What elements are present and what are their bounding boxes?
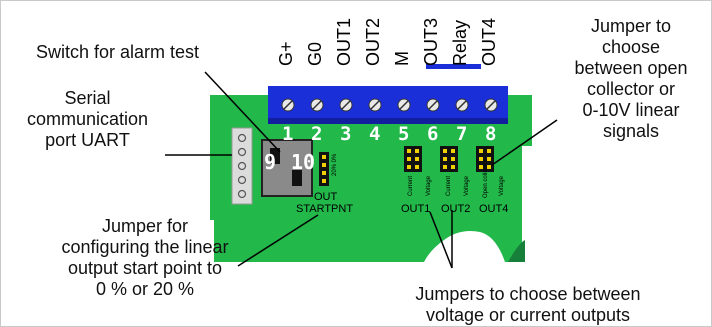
- callout-open-collector-line-1: Jumper to: [590, 16, 672, 36]
- terminal-label: G0: [305, 41, 325, 66]
- jumper-pin: [407, 157, 411, 161]
- board-label-out2: OUT2: [441, 203, 471, 215]
- terminal-screw-slot: [486, 100, 496, 110]
- terminal-number: 1: [282, 123, 294, 145]
- leader-open-collector: [491, 119, 558, 166]
- jumper-pin: [322, 163, 326, 167]
- uart-pin: [237, 175, 247, 185]
- terminal-number: 5: [398, 123, 410, 145]
- board-label-voltage-1: Voltage: [426, 175, 432, 196]
- jumper-pin: [443, 165, 447, 169]
- terminal-number: 2: [311, 123, 323, 145]
- callout-linear-start: Jumper for configuring the linear output…: [10, 216, 280, 300]
- callout-linear-start-line-3: output start point to: [67, 258, 223, 278]
- jumper-pin: [322, 179, 326, 183]
- terminal-number: 7: [456, 123, 468, 145]
- out2-jumper[interactable]: [440, 146, 458, 172]
- terminal-label: Relay: [450, 19, 470, 66]
- jumper-pin: [407, 165, 411, 169]
- callout-switch-alarm: Switch for alarm test: [36, 42, 200, 62]
- callout-voltage-current-line-1: Jumpers to choose between: [415, 284, 641, 304]
- jumper-pin: [415, 149, 419, 153]
- callout-serial-port: Serial communication port UART: [10, 88, 165, 151]
- uart-pin: [237, 189, 247, 199]
- jumper-pin: [451, 165, 455, 169]
- terminal-screw-slot: [428, 100, 438, 110]
- board-label-out4: OUT4: [479, 203, 509, 215]
- startpnt-jumper[interactable]: [319, 152, 329, 186]
- board-label-open-collector: Open collector: [483, 159, 489, 198]
- callout-open-collector-line-3: between open: [574, 58, 688, 78]
- terminal-label: OUT4: [479, 17, 499, 66]
- jumper-pin: [415, 157, 419, 161]
- board-label-current-2: Current: [446, 175, 452, 196]
- board-label-voltage-2: Voltage: [464, 175, 470, 196]
- uart-pin: [237, 147, 247, 157]
- callout-serial-port-line-1: Serial: [64, 88, 111, 108]
- jumper-pin: [443, 157, 447, 161]
- jumper-pin: [415, 165, 419, 169]
- callout-serial-port-line-2: communication: [26, 109, 149, 129]
- terminal-screw-slot: [312, 100, 322, 110]
- terminal-screw-slot: [370, 100, 380, 110]
- terminal-number: 6: [427, 123, 439, 145]
- jumper-pin: [451, 149, 455, 153]
- callout-linear-start-line-1: Jumper for: [101, 216, 189, 236]
- callout-voltage-current: Jumpers to choose between voltage or cur…: [388, 284, 668, 326]
- terminal-screw-slot: [399, 100, 409, 110]
- alarm-switch-lever-2: [292, 170, 302, 186]
- callout-voltage-current-line-2: voltage or current outputs: [425, 305, 631, 325]
- terminal-screw-slot: [341, 100, 351, 110]
- board-label-out1: OUT1: [401, 203, 431, 215]
- uart-pin: [237, 133, 247, 143]
- jumper-pin: [479, 149, 483, 153]
- terminal-block-shade: [268, 118, 508, 124]
- terminal-label: G+: [276, 41, 296, 66]
- callout-serial-port-line-3: port UART: [45, 130, 130, 150]
- uart-pin: [237, 161, 247, 171]
- jumper-pin: [451, 157, 455, 161]
- terminal-label: OUT1: [334, 17, 354, 66]
- jumper-pin: [407, 149, 411, 153]
- terminal-number: 8: [485, 123, 497, 145]
- jumper-pin: [479, 157, 483, 161]
- terminal-screw-slot: [283, 100, 293, 110]
- leader-switch: [204, 71, 281, 153]
- leader-out1: [429, 211, 453, 269]
- board-label-out: OUT: [314, 191, 338, 203]
- leader-startpnt: [237, 214, 319, 267]
- callout-open-collector-line-4: collector or: [586, 79, 676, 99]
- board-label-percent: 20% 0%: [332, 153, 338, 176]
- jumper-pin: [443, 149, 447, 153]
- relay-underline: [426, 64, 481, 69]
- callout-open-collector-line-6: signals: [602, 121, 660, 141]
- terminal-number: 3: [340, 123, 352, 145]
- callout-linear-start-line-4: 0 % or 20 %: [95, 279, 195, 299]
- jumper-pin: [322, 171, 326, 175]
- terminal-label: M: [392, 51, 412, 66]
- board-label-current-1: Current: [408, 175, 414, 196]
- callout-open-collector: Jumper to choose between open collector …: [556, 16, 706, 142]
- uart-connector: [231, 127, 253, 205]
- terminal-label: OUT3: [421, 17, 441, 66]
- jumper-pin: [322, 155, 326, 159]
- switch-number-9: 9: [264, 150, 277, 174]
- jumper-pin: [487, 165, 491, 169]
- callout-linear-start-line-2: configuring the linear: [61, 237, 229, 257]
- jumper-pin: [487, 149, 491, 153]
- callout-open-collector-line-2: choose: [601, 37, 661, 57]
- jumper-pin: [487, 157, 491, 161]
- callout-open-collector-line-5: 0-10V linear: [582, 100, 680, 120]
- board-label-voltage-3: Voltage: [499, 175, 505, 196]
- terminal-label: OUT2: [363, 17, 383, 66]
- board-label-startpnt: STARTPNT: [296, 203, 354, 215]
- pcb-notch: [508, 240, 525, 262]
- switch-number-10: 10: [291, 150, 316, 174]
- terminal-screw-slot: [457, 100, 467, 110]
- terminal-number: 4: [369, 123, 381, 145]
- jumper-pin: [479, 165, 483, 169]
- out1-jumper[interactable]: [404, 146, 422, 172]
- alarm-switch-lever-1: [270, 148, 280, 164]
